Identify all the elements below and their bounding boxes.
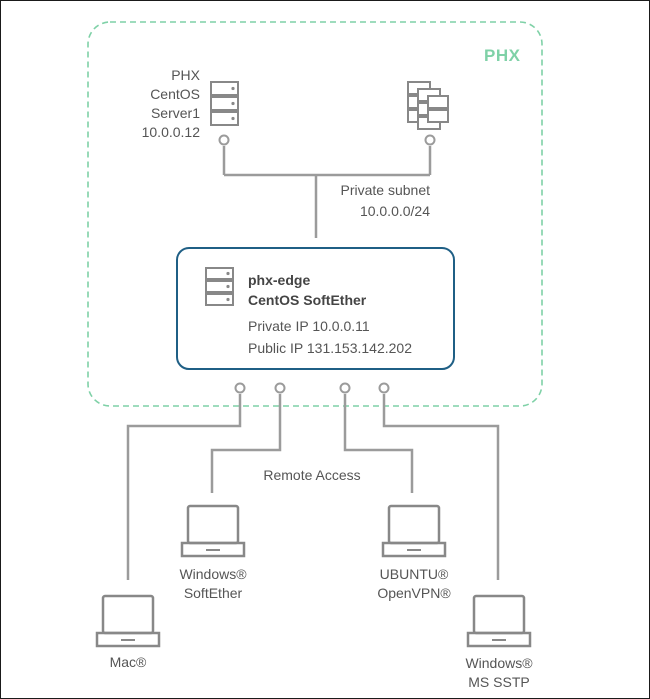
- remote-access-label: Remote Access: [263, 467, 361, 483]
- client-label-windows-sstp: Windows® MS SSTP: [449, 654, 549, 692]
- server-stack-icon: [407, 81, 449, 130]
- edge-name: phx-edge: [248, 272, 311, 288]
- subnet-bus: [222, 146, 432, 238]
- remote-access-links: [126, 394, 500, 580]
- client-label-line: SoftEther: [183, 585, 243, 601]
- edge-ips: Private IP 10.0.0.11 Public IP 131.153.1…: [248, 315, 412, 359]
- subnet-name: Private subnet: [340, 182, 431, 198]
- laptop-icon-mac: [95, 594, 161, 648]
- client-label-line: Mac®: [109, 654, 147, 670]
- phx-zone: [87, 21, 543, 407]
- edge-title: phx-edge CentOS SoftEther: [248, 270, 366, 310]
- client-label-line: OpenVPN®: [377, 585, 451, 601]
- client-label-line: MS SSTP: [468, 674, 530, 690]
- client-label-ubuntu-openvpn: UBUNTU® OpenVPN®: [364, 565, 464, 603]
- edge-port-3: [339, 382, 351, 394]
- server1-label: PHX CentOS Server1 10.0.0.12: [130, 66, 200, 142]
- client-label-mac: Mac®: [78, 654, 178, 671]
- server1-label-line: 10.0.0.12: [141, 124, 200, 140]
- server-icon: [210, 81, 239, 126]
- zone-label: PHX: [484, 46, 521, 65]
- server1-label-line: CentOS: [150, 86, 200, 102]
- server1-label-line: Server1: [150, 105, 200, 121]
- client-label-windows-softether: Windows® SoftEther: [163, 565, 263, 603]
- edge-private-ip: Private IP 10.0.0.11: [248, 318, 370, 334]
- server1-label-line: PHX: [171, 67, 200, 83]
- laptop-icon-windows-sstp: [466, 594, 532, 648]
- cluster-port: [424, 134, 436, 146]
- edge-port-4: [378, 382, 390, 394]
- laptop-icon-ubuntu-openvpn: [381, 504, 447, 558]
- subnet-cidr: 10.0.0.0/24: [359, 203, 430, 219]
- edge-os: CentOS SoftEther: [248, 292, 367, 308]
- edge-port-2: [274, 382, 286, 394]
- edge-box: [176, 247, 455, 370]
- edge-port-1: [234, 382, 246, 394]
- subnet-label: Private subnet 10.0.0.0/24: [310, 180, 431, 222]
- edge-server-icon: [205, 267, 234, 306]
- edge-public-ip: Public IP 131.153.142.202: [248, 340, 412, 356]
- client-label-line: UBUNTU®: [379, 566, 449, 582]
- laptop-icon-windows-softether: [180, 504, 246, 558]
- client-label-line: Windows®: [179, 566, 247, 582]
- server1-port: [218, 134, 230, 146]
- client-label-line: Windows®: [465, 655, 533, 671]
